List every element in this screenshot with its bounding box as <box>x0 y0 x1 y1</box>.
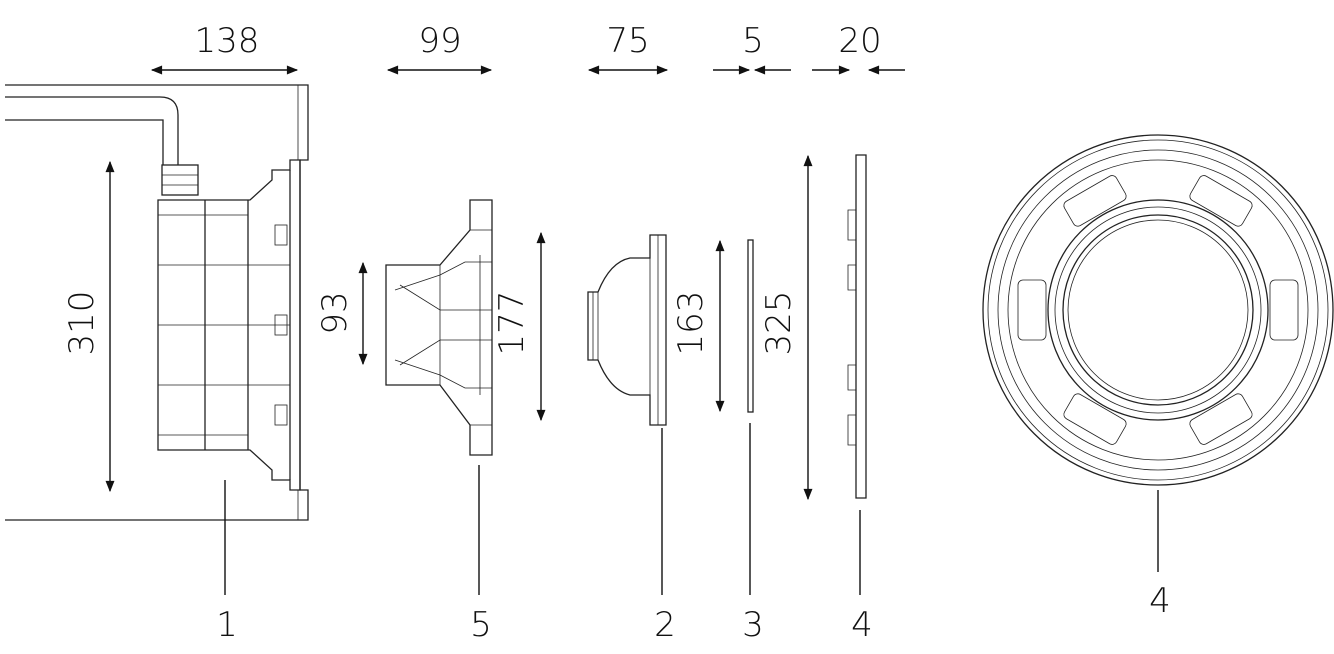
part-3-gasket <box>747 239 754 413</box>
dimension-label: 177 <box>492 291 532 356</box>
dimension-label: 93 <box>315 291 355 334</box>
dimension-93: 93 <box>315 261 368 366</box>
part-5-bracket <box>385 199 493 456</box>
part-2-lamp <box>587 234 667 426</box>
dimension-75: 75 <box>587 21 669 75</box>
svg-text:4: 4 <box>851 605 873 645</box>
svg-text:5: 5 <box>470 605 492 645</box>
dimension-20: 20 <box>812 21 905 75</box>
dimension-label: 163 <box>671 291 711 356</box>
dimension-label: 138 <box>195 21 260 61</box>
svg-text:4: 4 <box>1149 581 1171 621</box>
dimension-label: 325 <box>759 291 799 356</box>
part-label-5: 5 <box>470 465 492 645</box>
dimension-310: 310 <box>62 160 115 493</box>
dimension-5: 5 <box>713 21 791 75</box>
dimension-label: 5 <box>742 21 764 61</box>
dimension-325: 325 <box>759 154 813 501</box>
part-label-1: 1 <box>216 480 238 645</box>
dimension-label: 20 <box>838 21 881 61</box>
part-label-3: 3 <box>742 423 764 645</box>
dimension-label: 99 <box>418 21 461 61</box>
dimension-label: 310 <box>62 291 102 356</box>
part-label-4-side: 4 <box>851 510 873 645</box>
part-label-2: 2 <box>654 428 676 645</box>
svg-text:3: 3 <box>742 605 764 645</box>
dimension-138: 138 <box>150 21 299 75</box>
dimension-163: 163 <box>671 239 725 413</box>
svg-text:2: 2 <box>654 605 676 645</box>
part-4-ring-side-view <box>847 154 867 499</box>
part-4-ring-front-view <box>982 134 1334 486</box>
dimension-label: 75 <box>606 21 649 61</box>
part-label-4-front: 4 <box>1149 490 1171 621</box>
dimension-177: 177 <box>492 231 546 422</box>
svg-text:1: 1 <box>216 605 238 645</box>
part-1-niche-housing <box>5 84 309 521</box>
dimension-99: 99 <box>386 21 493 75</box>
